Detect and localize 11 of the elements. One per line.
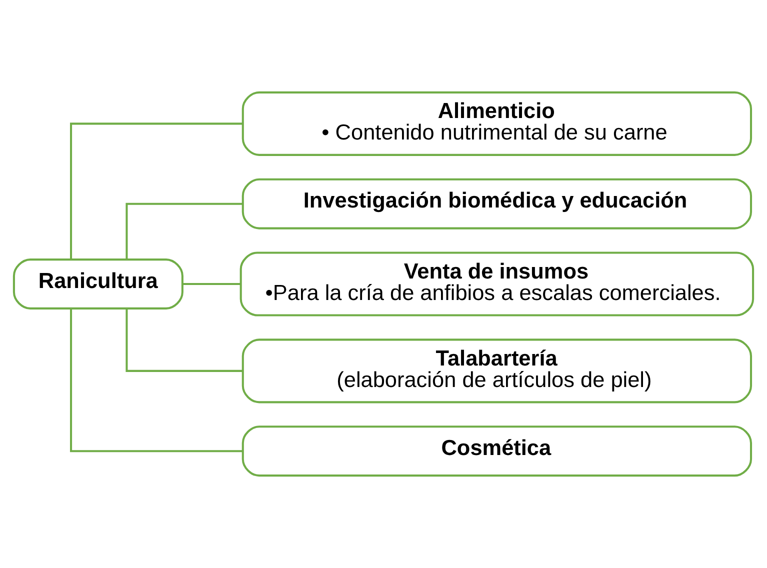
connector	[126, 202, 243, 260]
connector	[70, 122, 242, 260]
node-box: Cosmética	[242, 426, 752, 477]
connector	[182, 282, 240, 286]
node-box: Ranicultura	[12, 258, 184, 310]
connector	[126, 308, 243, 372]
node-box: Investigación biomédica y educación	[242, 178, 752, 230]
node-box: Alimenticio • Contenido nutrimental de su carne	[242, 91, 752, 156]
node-box: Venta de insumos •Para la cría de anfibios a escalas comerciales.	[240, 252, 754, 316]
connector	[70, 308, 242, 452]
node-box: Talabartería (elaboración de artículos de piel)	[242, 338, 752, 404]
